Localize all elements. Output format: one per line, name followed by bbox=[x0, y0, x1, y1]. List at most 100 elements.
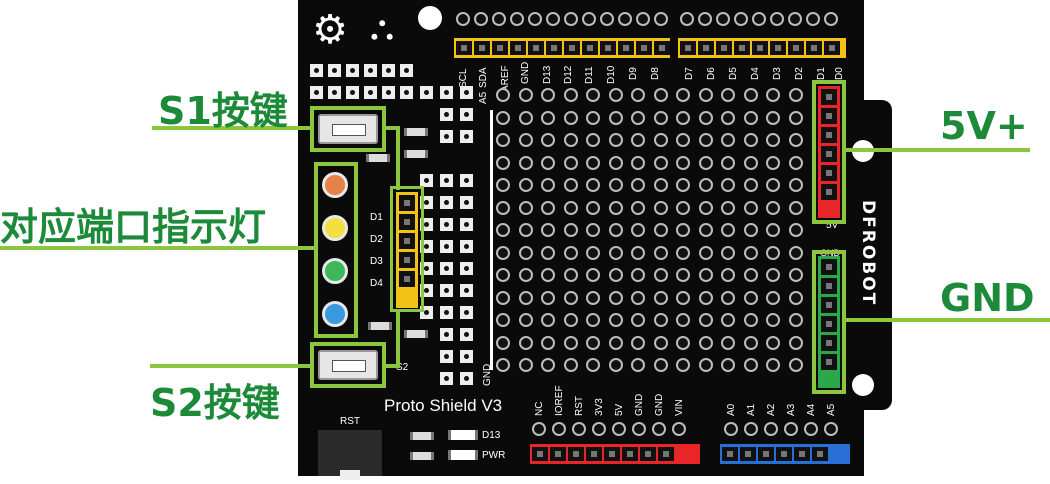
leds-callout: 对应端口指示灯 bbox=[0, 205, 267, 249]
s1-highlight-box bbox=[310, 106, 386, 152]
proto-hole bbox=[653, 268, 668, 282]
led-d3-green bbox=[322, 258, 348, 284]
proto-hole bbox=[653, 335, 668, 350]
proto-hole bbox=[563, 133, 578, 147]
proto-hole bbox=[541, 313, 555, 327]
d13-led-resistor bbox=[410, 432, 434, 440]
proto-hole bbox=[698, 133, 713, 147]
proto-hole bbox=[676, 155, 690, 170]
proto-hole bbox=[608, 223, 623, 237]
proto-hole bbox=[721, 200, 735, 215]
proto-hole bbox=[766, 110, 780, 125]
proto-hole bbox=[743, 178, 758, 192]
gnd-leader-line bbox=[844, 318, 1050, 322]
5v-highlight-box bbox=[812, 80, 846, 224]
proto-hole bbox=[788, 155, 803, 170]
proto-pad bbox=[346, 64, 359, 77]
proto-hole bbox=[743, 110, 758, 125]
proto-pad bbox=[460, 130, 473, 143]
proto-pad bbox=[460, 86, 473, 99]
proto-pad bbox=[440, 196, 453, 209]
leds-highlight-box bbox=[314, 162, 358, 338]
proto-pad bbox=[440, 174, 453, 187]
proto-hole bbox=[496, 358, 510, 372]
proto-hole bbox=[676, 200, 690, 215]
proto-hole bbox=[631, 200, 645, 215]
digital-header-high bbox=[454, 38, 670, 58]
proto-hole bbox=[608, 155, 623, 170]
gnd-callout: GND bbox=[940, 276, 1035, 320]
proto-hole bbox=[586, 358, 600, 372]
proto-pad bbox=[440, 306, 453, 319]
proto-pad bbox=[460, 306, 473, 319]
proto-hole bbox=[608, 313, 623, 327]
proto-hole bbox=[541, 155, 555, 170]
proto-hole bbox=[653, 178, 668, 192]
proto-hole bbox=[698, 223, 713, 237]
proto-hole bbox=[721, 335, 735, 350]
proto-hole bbox=[631, 268, 645, 282]
proto-hole bbox=[541, 358, 555, 372]
led-label-d3: D3 bbox=[370, 256, 383, 267]
proto-hole bbox=[608, 268, 623, 282]
proto-hole bbox=[698, 110, 713, 125]
pin-label-d7: D7 bbox=[684, 67, 695, 80]
proto-hole bbox=[653, 155, 668, 170]
proto-hole bbox=[608, 110, 623, 125]
reset-button[interactable] bbox=[318, 430, 382, 480]
proto-hole bbox=[721, 268, 735, 282]
proto-hole bbox=[788, 313, 803, 327]
pin-label-a1: A1 bbox=[746, 403, 757, 416]
open-hardware-gear-icon: ⚙ bbox=[312, 7, 348, 53]
proto-hole bbox=[563, 245, 578, 260]
pin-label-d9: D9 bbox=[628, 67, 639, 80]
proto-hole bbox=[766, 313, 780, 327]
proto-hole bbox=[788, 290, 803, 305]
proto-hole bbox=[518, 223, 533, 237]
proto-hole bbox=[788, 88, 803, 102]
led-label-d4: D4 bbox=[370, 278, 383, 289]
proto-hole bbox=[541, 268, 555, 282]
proto-hole bbox=[586, 200, 600, 215]
led-d2-yellow bbox=[322, 215, 348, 241]
5v-silk-label: 5V bbox=[826, 220, 839, 231]
proto-hole bbox=[766, 178, 780, 192]
proto-hole bbox=[676, 245, 690, 260]
analog-header-blue bbox=[720, 444, 850, 464]
s1-button[interactable] bbox=[318, 114, 378, 144]
proto-hole bbox=[653, 313, 668, 327]
s1-connector-line bbox=[384, 126, 398, 130]
pin-label-d11: D11 bbox=[584, 66, 595, 84]
proto-hole bbox=[788, 178, 803, 192]
proto-hole bbox=[743, 335, 758, 350]
proto-hole bbox=[698, 290, 713, 305]
proto-pad bbox=[440, 372, 453, 385]
proto-hole bbox=[563, 110, 578, 125]
proto-hole bbox=[766, 268, 780, 282]
proto-hole bbox=[653, 358, 668, 372]
proto-hole bbox=[676, 268, 690, 282]
proto-hole bbox=[721, 313, 735, 327]
power-header-red bbox=[530, 444, 700, 464]
proto-hole bbox=[541, 200, 555, 215]
pin-label-gnd: GND bbox=[520, 61, 531, 84]
pwr-led bbox=[448, 450, 478, 460]
jumper-highlight-box bbox=[390, 186, 424, 312]
proto-hole bbox=[608, 358, 623, 372]
gnd-rail-label: GND bbox=[482, 363, 493, 386]
s2-button[interactable] bbox=[318, 350, 378, 380]
proto-hole bbox=[496, 313, 510, 327]
proto-hole bbox=[518, 358, 533, 372]
proto-hole bbox=[743, 88, 758, 102]
pin-label-gnd-2: GND bbox=[654, 393, 665, 416]
proto-hole bbox=[563, 155, 578, 170]
s2-highlight-box bbox=[310, 342, 386, 388]
pin-label-5v: 5V bbox=[614, 403, 625, 416]
s2-callout: S2按键 bbox=[150, 381, 280, 425]
proto-hole bbox=[563, 335, 578, 350]
proto-hole bbox=[653, 223, 668, 237]
left-pad-field bbox=[310, 64, 490, 394]
smd-resistor-1 bbox=[366, 154, 390, 162]
proto-hole bbox=[563, 290, 578, 305]
pin-label-a4: A4 bbox=[806, 403, 817, 416]
